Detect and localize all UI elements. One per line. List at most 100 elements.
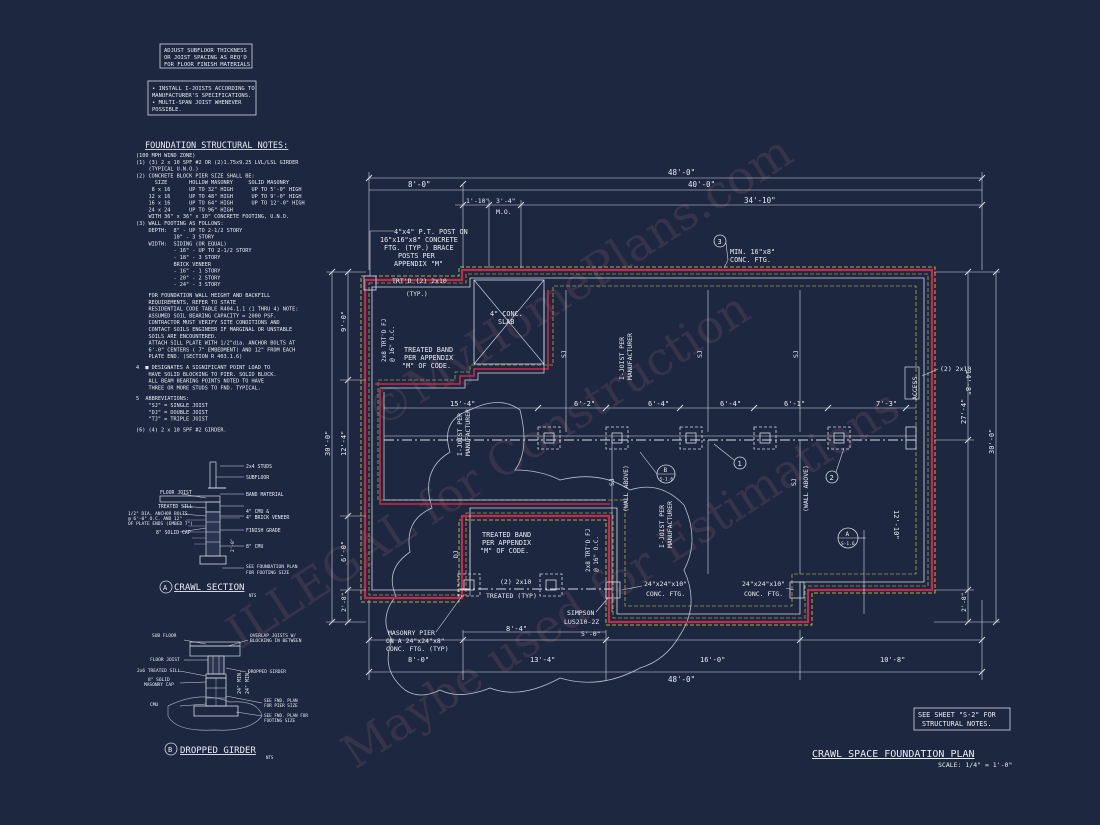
sj-wall-above-label: SJ bbox=[608, 478, 616, 486]
sj-wall-above-label: (WALL ABOVE) bbox=[802, 465, 810, 512]
footing-outline bbox=[360, 266, 936, 626]
treated-band-label: PER APPENDIX bbox=[482, 539, 532, 547]
trtd-fj-label: @ 16" O.C. bbox=[593, 536, 600, 572]
ftg-label: CONC. FTG. bbox=[744, 590, 783, 598]
foundation-note-line: (2) CONCRETE BLOCK PIER SIZE SHALL BE: bbox=[136, 173, 255, 179]
dim-top-overall: 48'-0" bbox=[668, 168, 695, 177]
foundation-note-line: - 16" - UP TO 2-1/2 STORY bbox=[136, 248, 252, 254]
girder-callout: SEE FND. PLAN FOR bbox=[264, 713, 308, 719]
simpson-label: SIMPSON bbox=[567, 609, 594, 617]
crawl-callout: TREATED SILL bbox=[158, 504, 193, 510]
trtd-label: TRT'D (2) 2x10 bbox=[392, 277, 447, 285]
crawl-callout: 4" CMU & bbox=[246, 509, 269, 515]
crawl-callout: SUBFLOOR bbox=[246, 475, 269, 481]
marker-2-text: 2 bbox=[830, 474, 834, 482]
dim-top: 8'-0" bbox=[408, 180, 431, 189]
foundation-note-line: (1) (3) 2 x 10 SPF #2 OR (2)1.75x9.25 LV… bbox=[136, 160, 299, 166]
foundation-note-line: - 20" - 2 STORY bbox=[136, 275, 221, 281]
foundation-note-line: - 18" - 3 STORY bbox=[136, 255, 221, 261]
trtd-fj-label: @ 16" O.C. bbox=[389, 326, 396, 362]
treated-band-label: TREATED BAND bbox=[404, 346, 453, 354]
dim-interior: 6'-1" bbox=[784, 400, 805, 408]
dim-left: 6'-0" bbox=[340, 541, 348, 562]
min-ftg-label: MIN. 16"x8" bbox=[730, 248, 775, 256]
girder-callout: FOR PIER SIZE bbox=[264, 703, 298, 709]
dropped-girder-detail: SUB FLOOR OVERLAP JOISTS W/ BLOCKING IN … bbox=[137, 633, 308, 760]
girder-callout: SEE FND. PLAN bbox=[264, 698, 298, 704]
foundation-note-line: PLATE END. (SECTION R 403.1.6) bbox=[136, 354, 242, 360]
marker-1-text: 1 bbox=[738, 460, 742, 468]
foundation-note-line: HAVE SOLID BLOCKING TO PIER. SOLID BLOCK… bbox=[136, 372, 277, 378]
crawl-section-title: CRAWL SECTION bbox=[174, 583, 244, 593]
masonry-pier-label: MASONRY PIER bbox=[388, 629, 435, 637]
note-box-ijoist-line: • INSTALL I-JOISTS ACCORDING TO bbox=[152, 86, 255, 92]
post-note: 4"x4" P.T. POST ON bbox=[394, 228, 468, 236]
foundation-note-line: (TYPICAL U.N.O.) bbox=[136, 167, 198, 173]
girder-callout: FOOTING SIZE bbox=[264, 718, 295, 724]
foundation-note-line: REQUIREMENTS, REFER TO STATE bbox=[136, 300, 236, 306]
foundation-note-line: DEPTH: 8" - UP TO 2-1/2 STORY bbox=[136, 228, 243, 234]
dim-top: 34'-10" bbox=[744, 196, 776, 205]
foundation-note-line: CONTRACTOR MUST VERIFY SITE CONDITIONS A… bbox=[136, 320, 280, 326]
dim-interior: 15'-4" bbox=[450, 400, 475, 408]
dim-right: 2'-8" bbox=[960, 592, 968, 612]
girder-callout: BLOCKING IN BETWEEN bbox=[250, 638, 302, 644]
foundation-note-line: "TJ" = TRIPLE JOIST bbox=[136, 417, 208, 423]
simpson-label: LUS210-2Z bbox=[564, 618, 599, 626]
dim-top-mo: M.O. bbox=[496, 208, 512, 216]
note-box-subfloor-line: OR JOIST SPACING AS REQ'D bbox=[164, 55, 247, 61]
dim-left: 9'-0" bbox=[340, 311, 348, 332]
crawl-section-marker-letter: A bbox=[163, 584, 168, 592]
crawl-callout: FLOOR JOIST bbox=[160, 490, 192, 496]
crawl-dim: 2'-0" bbox=[230, 538, 236, 552]
girder-callout: 2x6 TREATED SILL bbox=[137, 668, 181, 674]
post-note: APPENDIX "M" bbox=[394, 260, 443, 268]
treated-typ-label: TREATED (TYP) bbox=[486, 592, 537, 600]
crawl-callout: 2x4 STUDS bbox=[246, 464, 272, 470]
foundation-note-line: 12 x 16 UP TO 48" HIGH UP TO 9'-0" HIGH bbox=[136, 194, 302, 200]
plan-scale: SCALE: 1/4" = 1'-0" bbox=[938, 761, 1012, 769]
foundation-note-line: "DJ" = DOUBLE JOIST bbox=[136, 410, 208, 416]
marker-3 bbox=[713, 234, 727, 248]
marker-b-letter: B bbox=[664, 467, 668, 474]
sj-wall-above-label: (WALL ABOVE) bbox=[622, 465, 630, 512]
trtd-fj-label: 2x8 TRT'D FJ bbox=[585, 529, 592, 572]
note-box-subfloor-line: FOR FLOOR FINISH MATERIALS bbox=[164, 62, 250, 68]
foundation-note-line: BRICK VENEER bbox=[136, 262, 212, 268]
dim-bottom: 10'-8" bbox=[880, 656, 905, 664]
ijoist-label: I-JOIST PER bbox=[618, 337, 626, 380]
post-note: 16"x16"x8" CONCRETE bbox=[380, 236, 458, 244]
girder-dim: 24" MIN. bbox=[245, 670, 251, 694]
sj-label: SJ bbox=[560, 350, 568, 358]
dimension-ticks bbox=[328, 174, 1000, 676]
dim-bottom: 8'-0" bbox=[408, 656, 429, 664]
foundation-notes-title: FOUNDATION STRUCTURAL NOTES: bbox=[145, 141, 288, 151]
see-sheet-note: SEE SHEET "S-2" FOR STRUCTURAL NOTES. bbox=[913, 707, 1011, 731]
dim-right: 12'-10" bbox=[892, 510, 900, 540]
dim-top: 40'-0" bbox=[688, 180, 715, 189]
marker-1 bbox=[733, 456, 747, 470]
crawl-section-marker bbox=[159, 580, 173, 594]
girder-callout: FLOOR JOIST bbox=[150, 657, 180, 663]
ijoist-label: I-JOIST PER bbox=[658, 505, 666, 548]
girder-size-label: (2) 2x10 bbox=[500, 578, 531, 586]
marker-a-letter: A bbox=[846, 531, 850, 538]
foundation-note-line: WITH 36" x 36" x 10" CONCRETE FOOTING, U… bbox=[136, 214, 289, 220]
girder-marker-letter: B bbox=[168, 746, 172, 754]
crawl-callout: @ 6'-0" O.C. AND 12" bbox=[128, 516, 182, 522]
foundation-note-line: (3) WALL FOOTING AS FOLLOWS: bbox=[136, 221, 223, 227]
crawl-callout: 8" CMU bbox=[246, 544, 263, 550]
foundation-notes: FOUNDATION STRUCTURAL NOTES: (100 MPH WI… bbox=[136, 141, 305, 433]
marker-b-sheet: S-1.6 bbox=[660, 477, 674, 483]
foundation-note-line: FOR FOUNDATION WALL HEIGHT AND BACKFILL bbox=[136, 293, 270, 299]
slab-label: SLAB bbox=[498, 318, 514, 326]
foundation-note-line: CONTACT SOILS ENGINEER IF MARGINAL OR UN… bbox=[136, 327, 292, 333]
treated-band-label: TREATED BAND bbox=[482, 531, 531, 539]
girder-dim: 24" MIN. bbox=[237, 670, 243, 694]
crawl-callout: 1/2" DIA. ANCHOR BOLTS bbox=[128, 511, 188, 517]
dim-bottom: 13'-4" bbox=[530, 656, 555, 664]
trtd-fj-label: 2x8 TRT'D FJ bbox=[381, 319, 388, 362]
masonry-pier-label: ON A 24"x24"x8" bbox=[386, 637, 445, 645]
